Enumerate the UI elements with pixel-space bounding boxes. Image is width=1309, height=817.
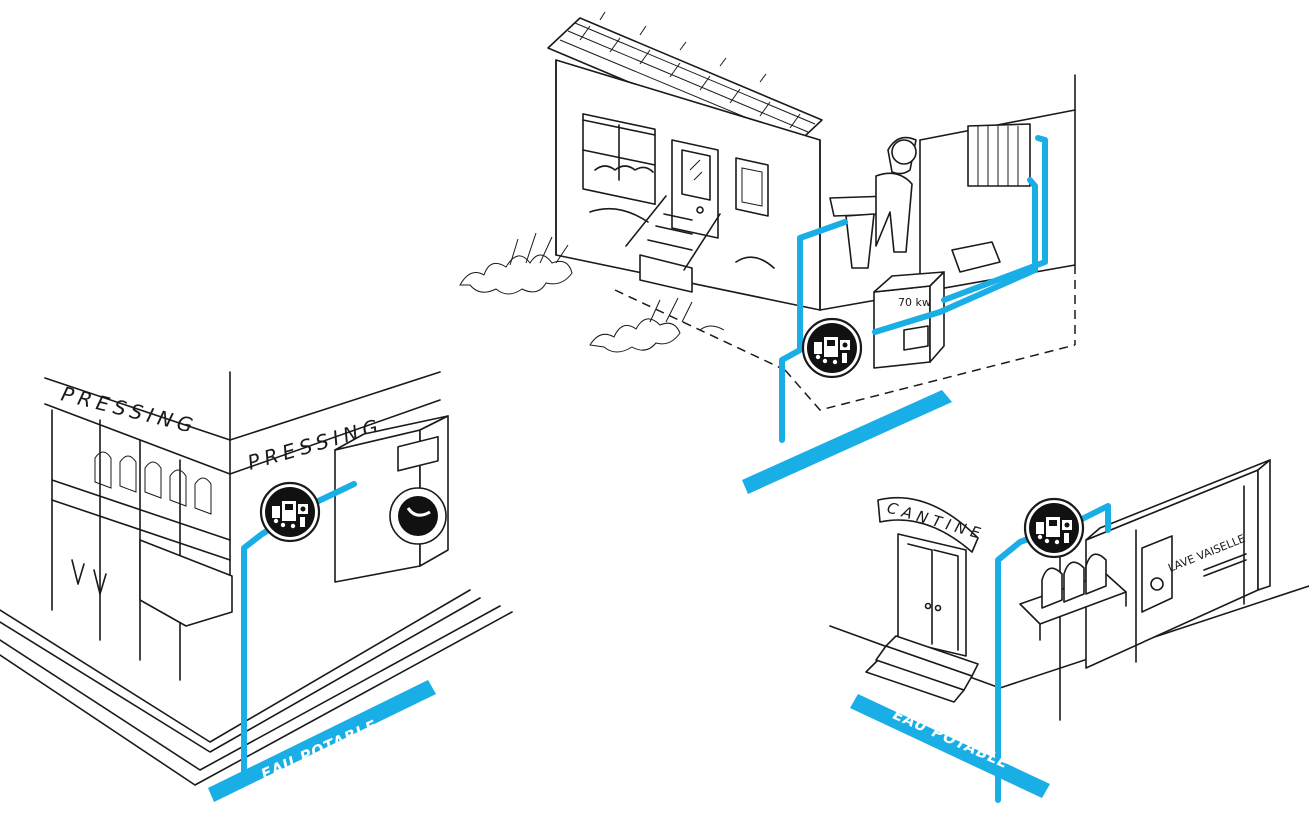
house-window-small — [736, 158, 768, 216]
house-scene: 70 kw EAU POTABLE — [460, 12, 1075, 494]
water-treatment-device-icon — [261, 483, 319, 541]
house-water-band: EAU POTABLE — [742, 390, 952, 494]
pressing-scene: PRESSING PRESSING EAU POTABLE — [0, 372, 512, 802]
water-treatment-device-icon — [803, 319, 861, 377]
washbasin-with-person — [830, 138, 916, 268]
radiator — [968, 124, 1030, 186]
washing-machine — [335, 416, 448, 582]
cantine-band-label: EAU POTABLE — [890, 705, 1012, 772]
house-window — [583, 114, 655, 204]
cantine-water-band: EAU POTABLE — [850, 694, 1050, 798]
pressing-band-label: EAU POTABLE — [258, 716, 380, 783]
cantine-scene: CANTINE LAVE VAISELLE EAU POTABLE — [830, 460, 1309, 800]
dishwasher — [1020, 460, 1270, 668]
water-treatment-device-icon — [1025, 499, 1083, 557]
house-door — [672, 140, 718, 238]
boiler-label: 70 kw — [898, 296, 931, 309]
pressing-sign-front: PRESSING — [59, 382, 200, 439]
